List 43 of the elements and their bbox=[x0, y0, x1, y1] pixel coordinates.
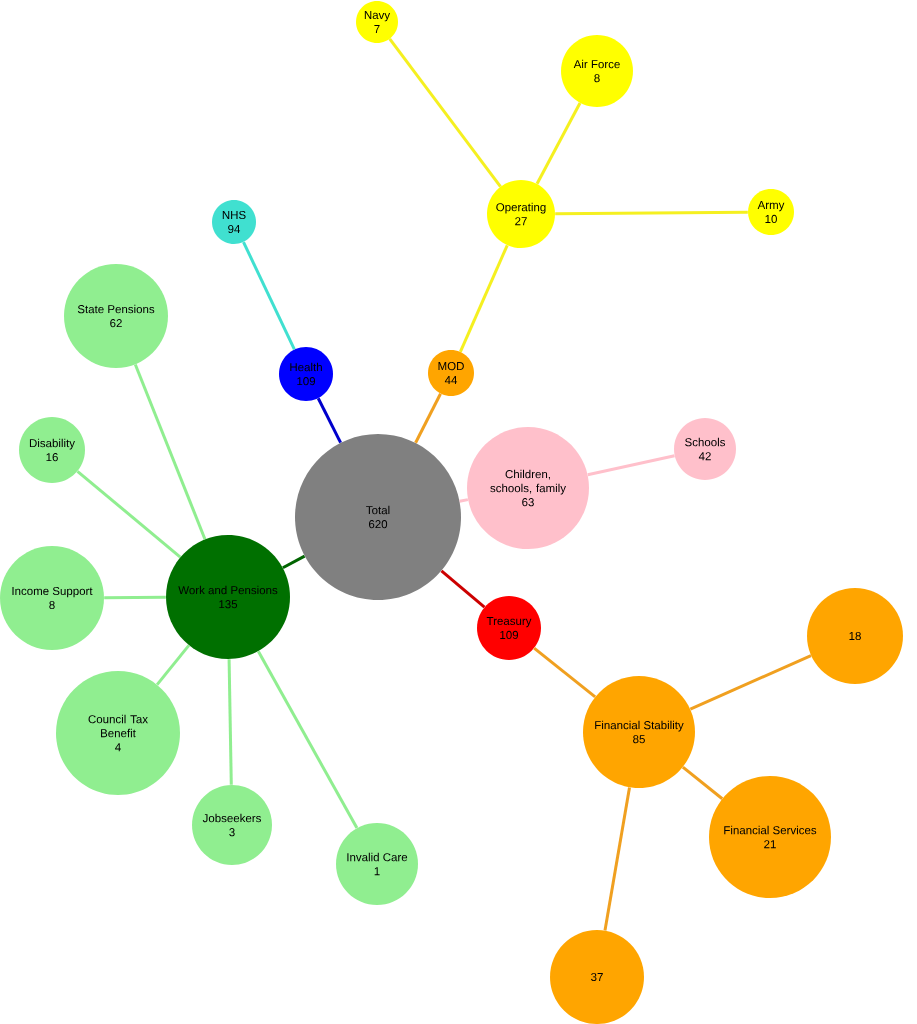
connector-line bbox=[603, 787, 631, 931]
bubble: Army 10 bbox=[748, 189, 794, 235]
bubble: 37 bbox=[550, 930, 644, 1024]
bubble: Income Support 8 bbox=[0, 546, 104, 650]
connector-line bbox=[587, 454, 675, 477]
bubble: Invalid Care 1 bbox=[336, 823, 418, 905]
bubble: Work and Pensions 135 bbox=[166, 535, 290, 659]
connector-line bbox=[257, 650, 359, 829]
bubble: State Pensions 62 bbox=[64, 264, 168, 368]
connector-line bbox=[681, 765, 724, 800]
connector-line bbox=[76, 470, 182, 559]
connector-line bbox=[555, 210, 748, 216]
connector-line bbox=[155, 644, 191, 686]
bubble: Treasury 109 bbox=[477, 596, 541, 660]
bubble: Health 109 bbox=[279, 347, 333, 401]
connector-line bbox=[414, 393, 442, 444]
bubble: Total 620 bbox=[295, 434, 461, 600]
connector-line bbox=[133, 363, 207, 540]
bubble: MOD 44 bbox=[428, 350, 474, 396]
connector-line bbox=[533, 646, 597, 699]
bubble: Schools 42 bbox=[674, 418, 736, 480]
connector-line bbox=[440, 569, 486, 609]
connector-line bbox=[316, 397, 342, 444]
connector-line bbox=[535, 102, 582, 185]
bubble: Operating 27 bbox=[487, 180, 555, 248]
bubble: Air Force 8 bbox=[561, 35, 633, 107]
connector-line bbox=[242, 241, 296, 351]
bubble: Children, schools, family 63 bbox=[467, 427, 589, 549]
bubble: Jobseekers 3 bbox=[192, 785, 272, 865]
connector-line bbox=[689, 654, 812, 711]
bubble: Navy 7 bbox=[356, 1, 398, 43]
bubble: Financial Services 21 bbox=[709, 776, 831, 898]
bubble: Council Tax Benefit 4 bbox=[56, 671, 180, 795]
bubble: Disability 16 bbox=[19, 417, 85, 483]
connector-line bbox=[282, 554, 306, 570]
bubble: Financial Stability 85 bbox=[583, 676, 695, 788]
connector-line bbox=[227, 659, 233, 785]
connector-line bbox=[104, 595, 166, 600]
connector-line bbox=[459, 498, 469, 503]
connector-line bbox=[388, 38, 502, 188]
bubble: NHS 94 bbox=[212, 200, 256, 244]
bubble: 18 bbox=[807, 588, 903, 684]
connector-line bbox=[458, 244, 509, 353]
